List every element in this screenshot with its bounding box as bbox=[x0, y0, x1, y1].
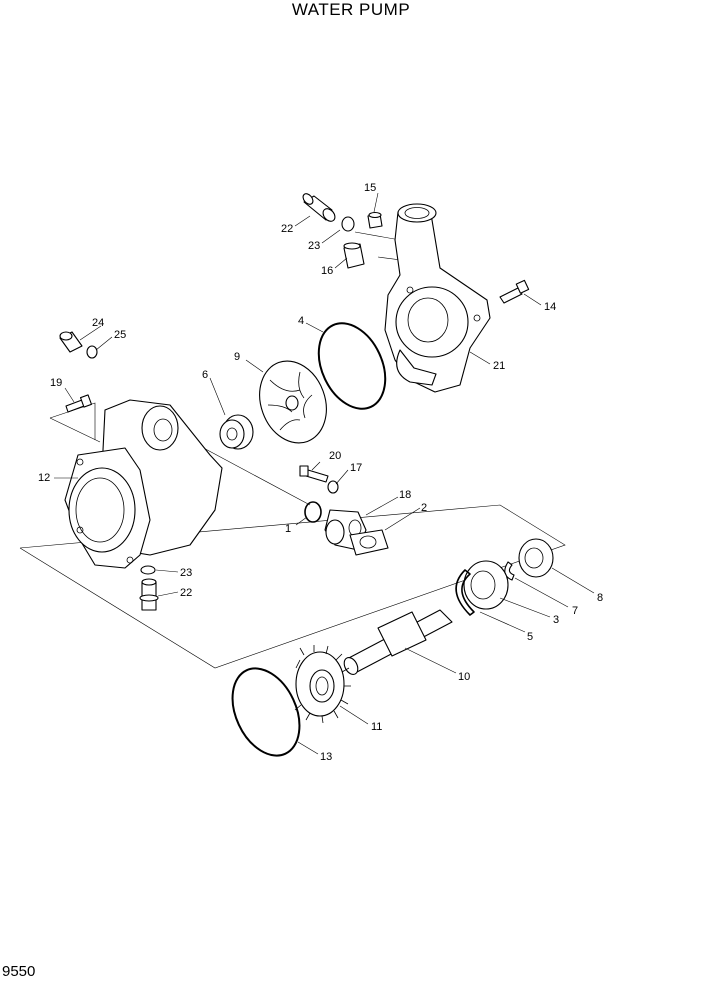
washer-23-lower bbox=[140, 565, 156, 575]
callout-24: 24 bbox=[92, 317, 104, 329]
callout-20: 20 bbox=[329, 450, 341, 462]
callout-7: 7 bbox=[572, 605, 578, 617]
plug-15 bbox=[367, 211, 383, 229]
callout-10: 10 bbox=[458, 671, 470, 683]
callout-6: 6 bbox=[202, 369, 208, 381]
circlip-5 bbox=[455, 569, 475, 616]
callout-3: 3 bbox=[553, 614, 559, 626]
plug-24 bbox=[59, 331, 83, 353]
pump-cover-housing bbox=[384, 203, 491, 393]
shaft-10 bbox=[343, 609, 453, 675]
pump-body-12 bbox=[64, 399, 223, 569]
o-ring-4 bbox=[317, 322, 387, 410]
callout-8: 8 bbox=[597, 592, 603, 604]
page-title: WATER PUMP bbox=[291, 0, 411, 19]
callout-11: 11 bbox=[371, 721, 382, 733]
callout-21: 21 bbox=[493, 360, 505, 372]
seal-6 bbox=[219, 414, 254, 450]
callout-15: 15 bbox=[364, 182, 376, 194]
snap-ring-7 bbox=[504, 561, 515, 581]
callout-18: 18 bbox=[399, 489, 411, 501]
gear-11 bbox=[294, 645, 351, 724]
plug-16 bbox=[343, 242, 365, 269]
callout-4: 4 bbox=[298, 315, 304, 327]
washer-25 bbox=[86, 345, 98, 359]
callout-23-lower: 23 bbox=[180, 567, 192, 579]
callout-5: 5 bbox=[527, 631, 533, 643]
o-ring-1 bbox=[304, 501, 322, 523]
callout-22-upper: 22 bbox=[281, 223, 293, 235]
callout-22-lower: 22 bbox=[180, 587, 192, 599]
callout-2: 2 bbox=[421, 502, 427, 514]
washer-23-upper bbox=[341, 216, 355, 232]
callout-23-upper: 23 bbox=[308, 240, 320, 252]
callout-12: 12 bbox=[38, 472, 50, 484]
callout-14: 14 bbox=[544, 301, 556, 313]
o-ring-17 bbox=[327, 480, 339, 494]
callout-13: 13 bbox=[320, 751, 332, 763]
leader-lines bbox=[54, 192, 595, 755]
page-number: 9550 bbox=[2, 963, 36, 980]
callout-labels: 15 22 23 16 14 4 9 21 6 24 25 19 12 20 1… bbox=[38, 182, 603, 763]
o-ring-13 bbox=[231, 667, 301, 757]
bolt-19 bbox=[65, 394, 93, 413]
callout-19: 19 bbox=[50, 377, 62, 389]
callout-25: 25 bbox=[114, 329, 126, 341]
callout-16: 16 bbox=[321, 265, 333, 277]
fitting-22-lower bbox=[139, 578, 159, 611]
callout-1: 1 bbox=[285, 523, 291, 535]
gasket-2 bbox=[349, 529, 389, 556]
fitting-22-upper bbox=[302, 193, 336, 222]
bearing-3 bbox=[463, 560, 509, 610]
callout-9: 9 bbox=[234, 351, 240, 363]
bearing-8 bbox=[518, 538, 554, 578]
bolt-20 bbox=[299, 465, 329, 483]
callout-17: 17 bbox=[350, 462, 362, 474]
impeller-9 bbox=[259, 360, 327, 444]
bolt-14 bbox=[499, 279, 530, 304]
